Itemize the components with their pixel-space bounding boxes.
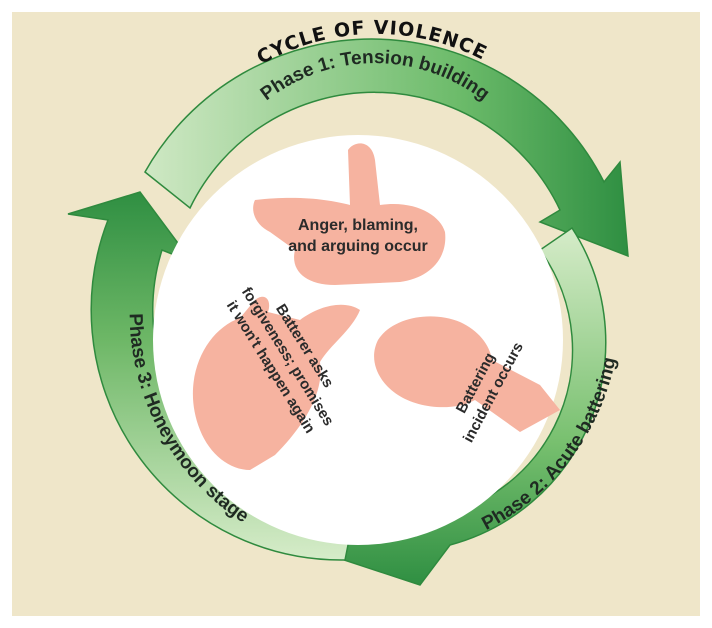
fist-icon — [374, 316, 560, 432]
anger-text-line2: and arguing occur — [288, 238, 428, 255]
anger-text-line1: Anger, blaming, — [298, 217, 418, 234]
open-hand-icon — [192, 296, 360, 470]
pointing-hand-icon — [253, 143, 446, 285]
phase1-arrow — [144, 38, 629, 258]
